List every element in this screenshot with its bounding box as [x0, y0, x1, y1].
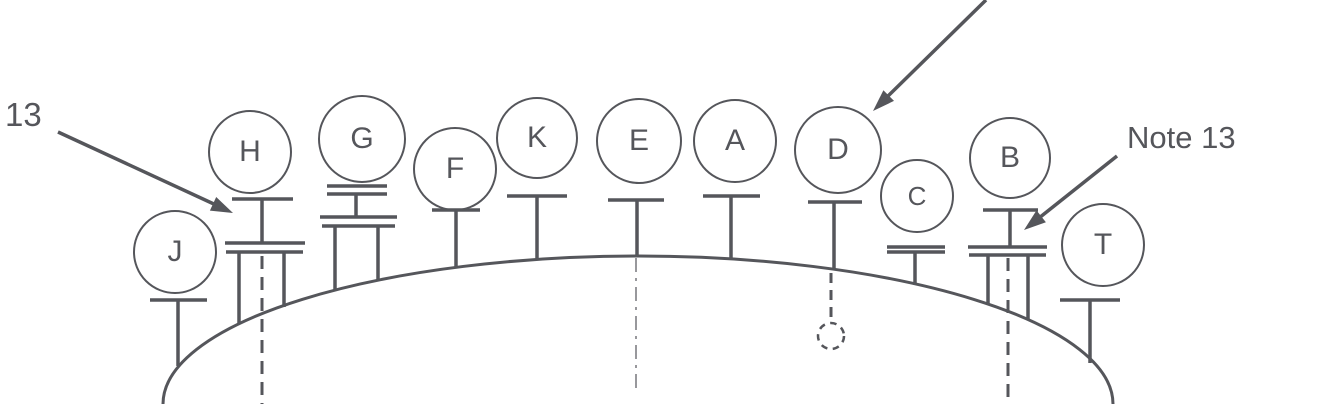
nozzle-balloon-h: H [208, 110, 292, 194]
nozzle-symbol-b [968, 208, 1047, 404]
nozzle-symbol-g [320, 184, 397, 291]
leader-arrow-note-13 [1024, 154, 1119, 230]
nozzle-d-hidden-circle [816, 321, 846, 351]
nozzle-balloon-k: K [496, 97, 578, 179]
nozzle-symbol-f [432, 208, 480, 267]
nozzle-symbol-c [887, 245, 945, 285]
nozzle-balloon-d: D [794, 106, 882, 194]
leader-arrow-13 [57, 130, 233, 213]
nozzle-symbol-d [808, 200, 862, 351]
nozzle-balloon-t: T [1061, 203, 1145, 287]
nozzle-symbol-e [608, 198, 664, 256]
nozzle-balloon-c: C [880, 159, 954, 233]
nozzle-symbol-h [225, 197, 305, 404]
callout-13: 13 [5, 96, 42, 133]
nozzle-balloon-f: F [413, 127, 497, 211]
nozzle-balloon-a: A [693, 99, 777, 183]
leader-arrow-top [873, 0, 988, 111]
nozzle-balloon-j: J [133, 210, 217, 294]
nozzle-symbol-a [703, 194, 760, 258]
nozzle-symbol-t [1060, 298, 1120, 363]
nozzle-balloon-b: B [969, 117, 1051, 199]
callout-note-13: Note 13 [1127, 120, 1236, 155]
nozzle-balloon-g: G [318, 95, 406, 183]
nozzle-symbol-k [507, 194, 567, 259]
nozzle-symbol-j [150, 298, 207, 366]
nozzle-balloon-e: E [596, 98, 682, 184]
vessel-head-outline [161, 254, 1115, 404]
